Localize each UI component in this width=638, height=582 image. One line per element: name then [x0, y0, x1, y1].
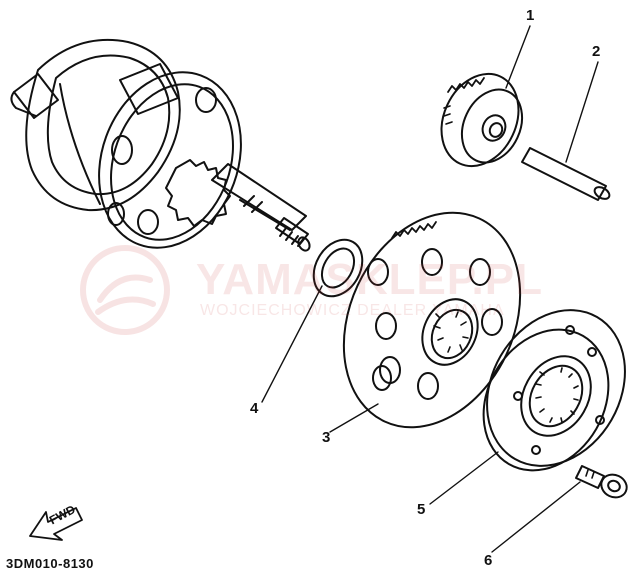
watermark-logo-icon — [80, 245, 170, 335]
callout-3: 3 — [322, 429, 331, 446]
diagram-code: 3DM010-8130 — [6, 556, 94, 571]
leader-lines — [261, 25, 599, 553]
forward-arrow-icon — [29, 507, 83, 541]
callout-6: 6 — [484, 552, 493, 569]
crankshaft — [10, 38, 311, 252]
idler-gear — [440, 72, 524, 168]
callout-2: 2 — [592, 43, 601, 60]
starter-clutch — [482, 309, 626, 472]
idler-shaft — [521, 147, 611, 201]
callout-4: 4 — [250, 400, 259, 417]
callout-1: 1 — [526, 7, 535, 24]
clutch-bolt — [575, 465, 628, 499]
callout-5: 5 — [417, 501, 426, 518]
watermark-title: YAMASKLEP.PL — [196, 255, 543, 304]
washer — [312, 238, 364, 298]
starter-wheel-gear — [342, 211, 522, 429]
watermark-subtitle: WOJCIECHOWICZ DEALER YAMAHA — [200, 302, 505, 319]
